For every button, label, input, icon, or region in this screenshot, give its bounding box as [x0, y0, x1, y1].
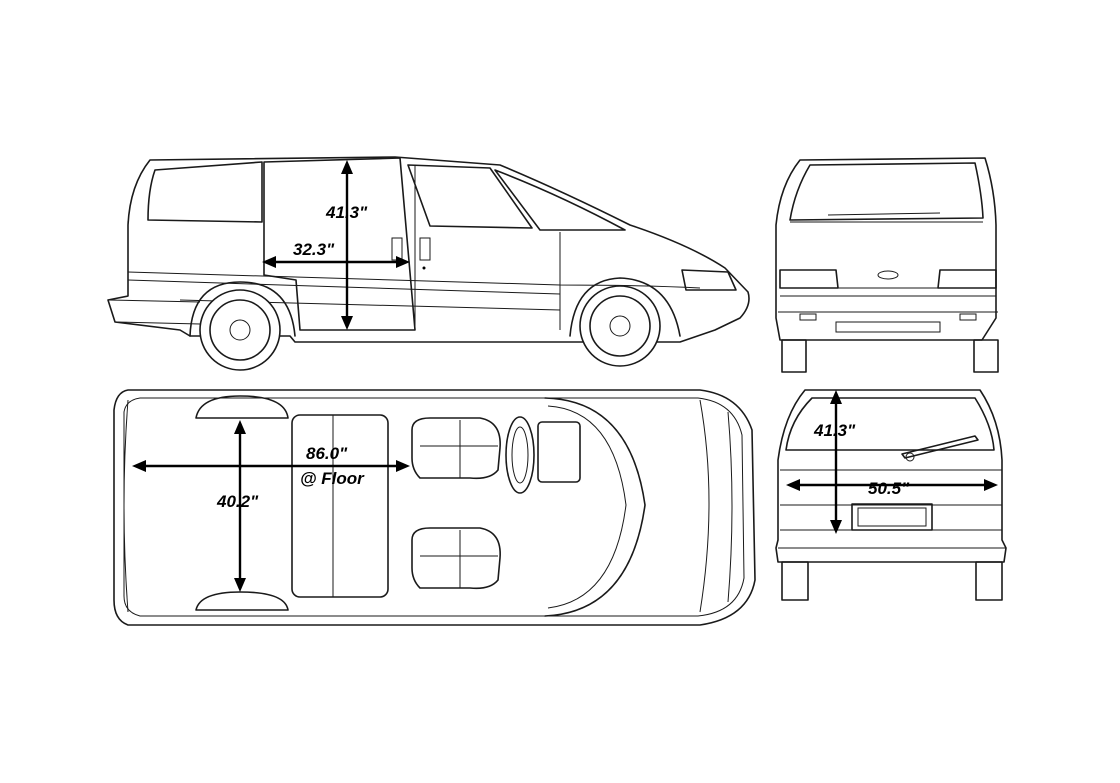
rear-view — [775, 389, 1007, 601]
floor-width-label: 40.2" — [216, 492, 259, 511]
side-view — [107, 156, 750, 371]
side-length-label: 32.3" — [293, 240, 335, 259]
floor-length-value-label: 86.0" — [306, 444, 348, 463]
top-view — [113, 389, 756, 626]
front-view — [775, 157, 999, 373]
side-dimension-lines — [262, 160, 410, 330]
rear-width-label: 50.5" — [868, 479, 910, 498]
floor-length-note-label: @ Floor — [300, 469, 365, 488]
rear-height-label: 41.3" — [813, 421, 856, 440]
top-dimension-lines — [132, 420, 410, 592]
rear-dimension-lines — [786, 390, 998, 534]
side-height-label: 41.3" — [325, 203, 368, 222]
